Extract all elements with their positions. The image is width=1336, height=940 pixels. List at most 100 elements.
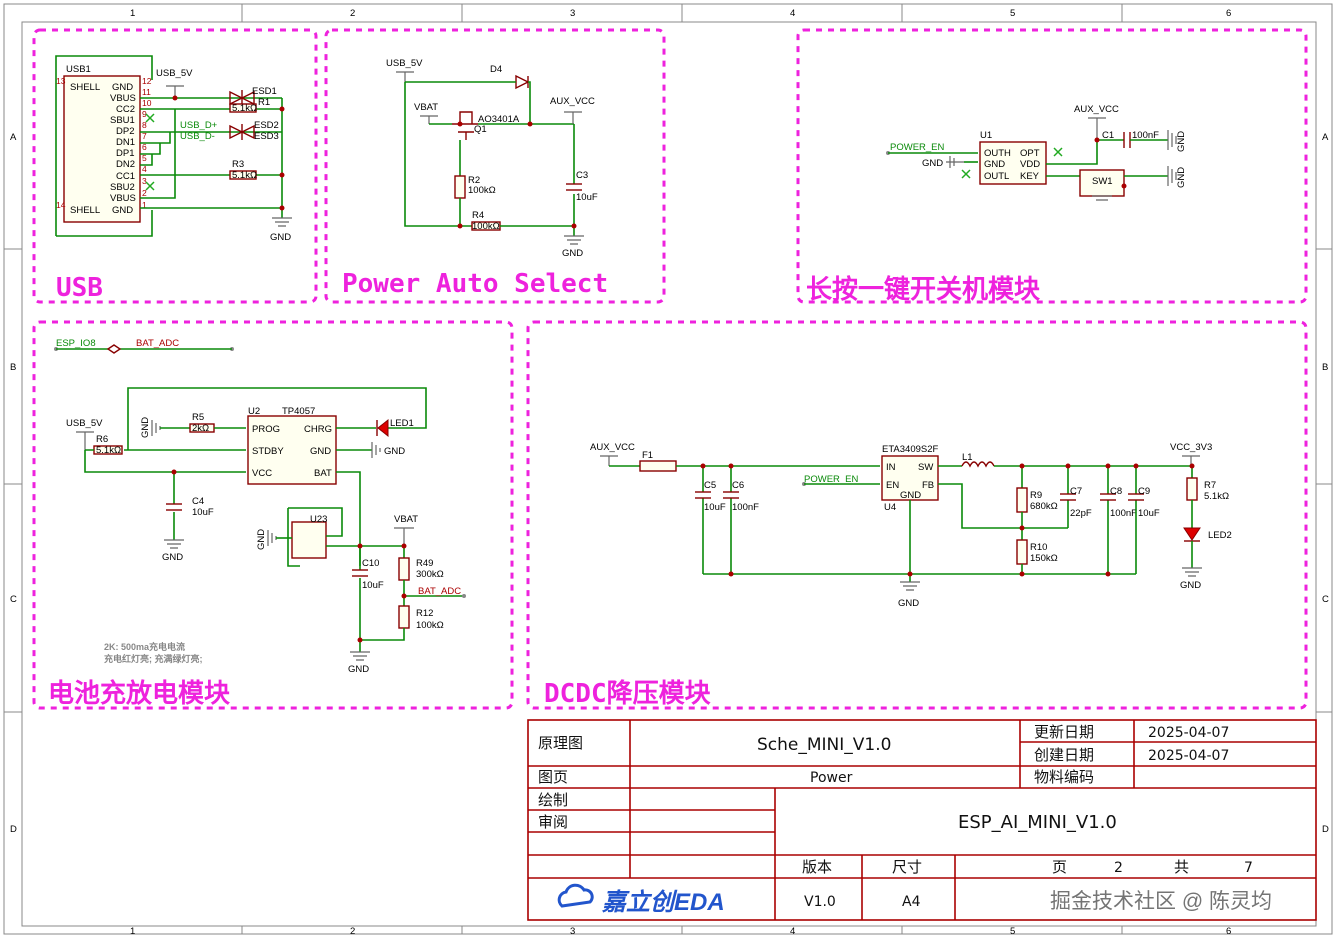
- tb-updated-label: 更新日期: [1034, 723, 1094, 741]
- u1-pin-opt: OPT: [1020, 148, 1040, 159]
- bat-gnd-b: GND: [384, 446, 405, 457]
- row-label: A: [1322, 132, 1329, 143]
- esd2-ref: ESD2: [254, 120, 279, 131]
- u2-ref: U2: [248, 406, 260, 417]
- q1-ref: Q1: [474, 124, 487, 135]
- tb-version-label: 版本: [802, 858, 832, 876]
- c1-value: 100nF: [1132, 130, 1159, 141]
- r1-ref: R1: [258, 97, 270, 108]
- usb-pin-dn1: DN1: [116, 137, 135, 148]
- r1-value: 5.1kΩ: [232, 103, 257, 114]
- tb-created-label: 创建日期: [1034, 746, 1094, 764]
- u4-regulator: [881, 455, 939, 501]
- led2-diode: [1183, 527, 1201, 541]
- u1-pin-gnd: GND: [984, 159, 1005, 170]
- usb-pin-dn2: DN2: [116, 159, 135, 170]
- net-usb-dp: USB_D+: [180, 120, 218, 131]
- pin-number: 1: [142, 200, 147, 210]
- pas-aux-label: AUX_VCC: [550, 96, 595, 107]
- row-label: C: [1322, 594, 1329, 605]
- c7-value: 22pF: [1070, 508, 1092, 519]
- esd1-diode: [229, 90, 244, 106]
- r6-value: 5.1kΩ: [96, 445, 121, 456]
- d4-ref: D4: [490, 64, 502, 75]
- c10-ref: C10: [362, 558, 379, 569]
- c8-ref: C8: [1110, 486, 1122, 497]
- bat-gnd-c: GND: [162, 552, 183, 563]
- tb-total-word: 共: [1174, 858, 1189, 876]
- q1-part: AO3401A: [478, 114, 520, 125]
- u4-pin-sw: SW: [918, 462, 933, 473]
- power-auto-select-circuit: USB_5V D4 VBAT AO3401A Q1 AUX_VCC R2 100…: [386, 58, 598, 259]
- u2-pin-stdby: STDBY: [252, 446, 284, 457]
- c3-ref: C3: [576, 170, 588, 181]
- pas-vbat-label: VBAT: [414, 102, 438, 113]
- net-usb-5v: USB_5V: [156, 68, 193, 79]
- bat-note-led: 充电红灯亮; 充满绿灯亮;: [104, 653, 203, 664]
- jlc-eda-logo: 嘉立创EDA: [557, 883, 725, 916]
- section-borders: [32, 28, 1308, 710]
- r7-value: 5.1kΩ: [1204, 491, 1229, 502]
- dcdc-power-en: POWER_EN: [804, 474, 859, 485]
- r49-ref: R49: [416, 558, 433, 569]
- d4-diode: [515, 74, 530, 90]
- pin-number: 14: [56, 200, 66, 210]
- dcdc-section-border: [526, 320, 1308, 710]
- bat-gnd-e: GND: [348, 664, 369, 675]
- sw-gnd-label: GND: [922, 158, 943, 169]
- row-label: D: [10, 824, 17, 835]
- tb-material-label: 物料编码: [1034, 768, 1094, 786]
- tb-size: A4: [902, 894, 921, 910]
- u4-pin-fb: FB: [922, 480, 934, 491]
- sw-gnd-a: GND: [1176, 131, 1187, 152]
- battery-circuit: ESP_IO8 BAT_ADC USB_5V R6 5.1kΩ GND R5 2…: [54, 338, 466, 675]
- col-label: 5: [1010, 8, 1015, 19]
- row-label: B: [1322, 362, 1328, 373]
- u1-pin-key: KEY: [1020, 171, 1040, 182]
- usb-pin-cc1: CC1: [116, 171, 135, 182]
- r5-ref: R5: [192, 412, 204, 423]
- col-label: 1: [130, 8, 135, 19]
- usb-pin-vbus: VBUS: [110, 93, 136, 104]
- r3-ref: R3: [232, 159, 244, 170]
- c10-value: 10uF: [362, 580, 384, 591]
- row-label: D: [1322, 824, 1329, 835]
- row-label: C: [10, 594, 17, 605]
- pin-number: 9: [142, 109, 147, 119]
- usb-connector-ref: USB1: [66, 64, 91, 75]
- battery-section-border: [32, 320, 514, 710]
- usb-pin-dp2: DP2: [116, 126, 134, 137]
- col-label: 4: [790, 926, 795, 937]
- pin-number: 2: [142, 188, 147, 198]
- esd2-diode: [229, 124, 244, 140]
- u1-pin-outl: OUTL: [984, 171, 1009, 182]
- r10-value: 150kΩ: [1030, 553, 1058, 564]
- power-switch-circuit: POWER_EN GND U1 OUTH GND OUTL OPT VDD KE…: [886, 104, 1187, 201]
- watermark-text: 掘金技术社区 @ 陈灵均: [1050, 890, 1272, 913]
- sw-power-en: POWER_EN: [890, 142, 945, 153]
- dcdc-gnd-a: GND: [898, 598, 919, 609]
- r2-resistor: [454, 175, 466, 199]
- pin-number: 12: [142, 76, 152, 86]
- tb-updated-date: 2025-04-07: [1148, 725, 1229, 741]
- tb-page-label: 图页: [538, 768, 568, 786]
- bat-esp-io8: ESP_IO8: [56, 338, 96, 349]
- u1-ic: [979, 141, 1047, 185]
- pin-number: 7: [142, 131, 147, 141]
- l1-inductor: [961, 461, 995, 468]
- tb-page-name: Power: [810, 770, 853, 786]
- u4-pin-gnd: GND: [900, 490, 921, 501]
- col-label: 4: [790, 8, 795, 19]
- r49-resistor: [398, 557, 410, 581]
- tb-size-label: 尺寸: [892, 858, 922, 876]
- r9-ref: R9: [1030, 490, 1042, 501]
- row-label: B: [10, 362, 16, 373]
- c1-ref: C1: [1102, 130, 1114, 141]
- usb-gnd-label: GND: [270, 232, 291, 243]
- pin-number: 5: [142, 153, 147, 163]
- led1-ref: LED1: [390, 418, 414, 429]
- r2-value: 100kΩ: [468, 185, 496, 196]
- sw-gnd-b: GND: [1176, 167, 1187, 188]
- r9-value: 680kΩ: [1030, 501, 1058, 512]
